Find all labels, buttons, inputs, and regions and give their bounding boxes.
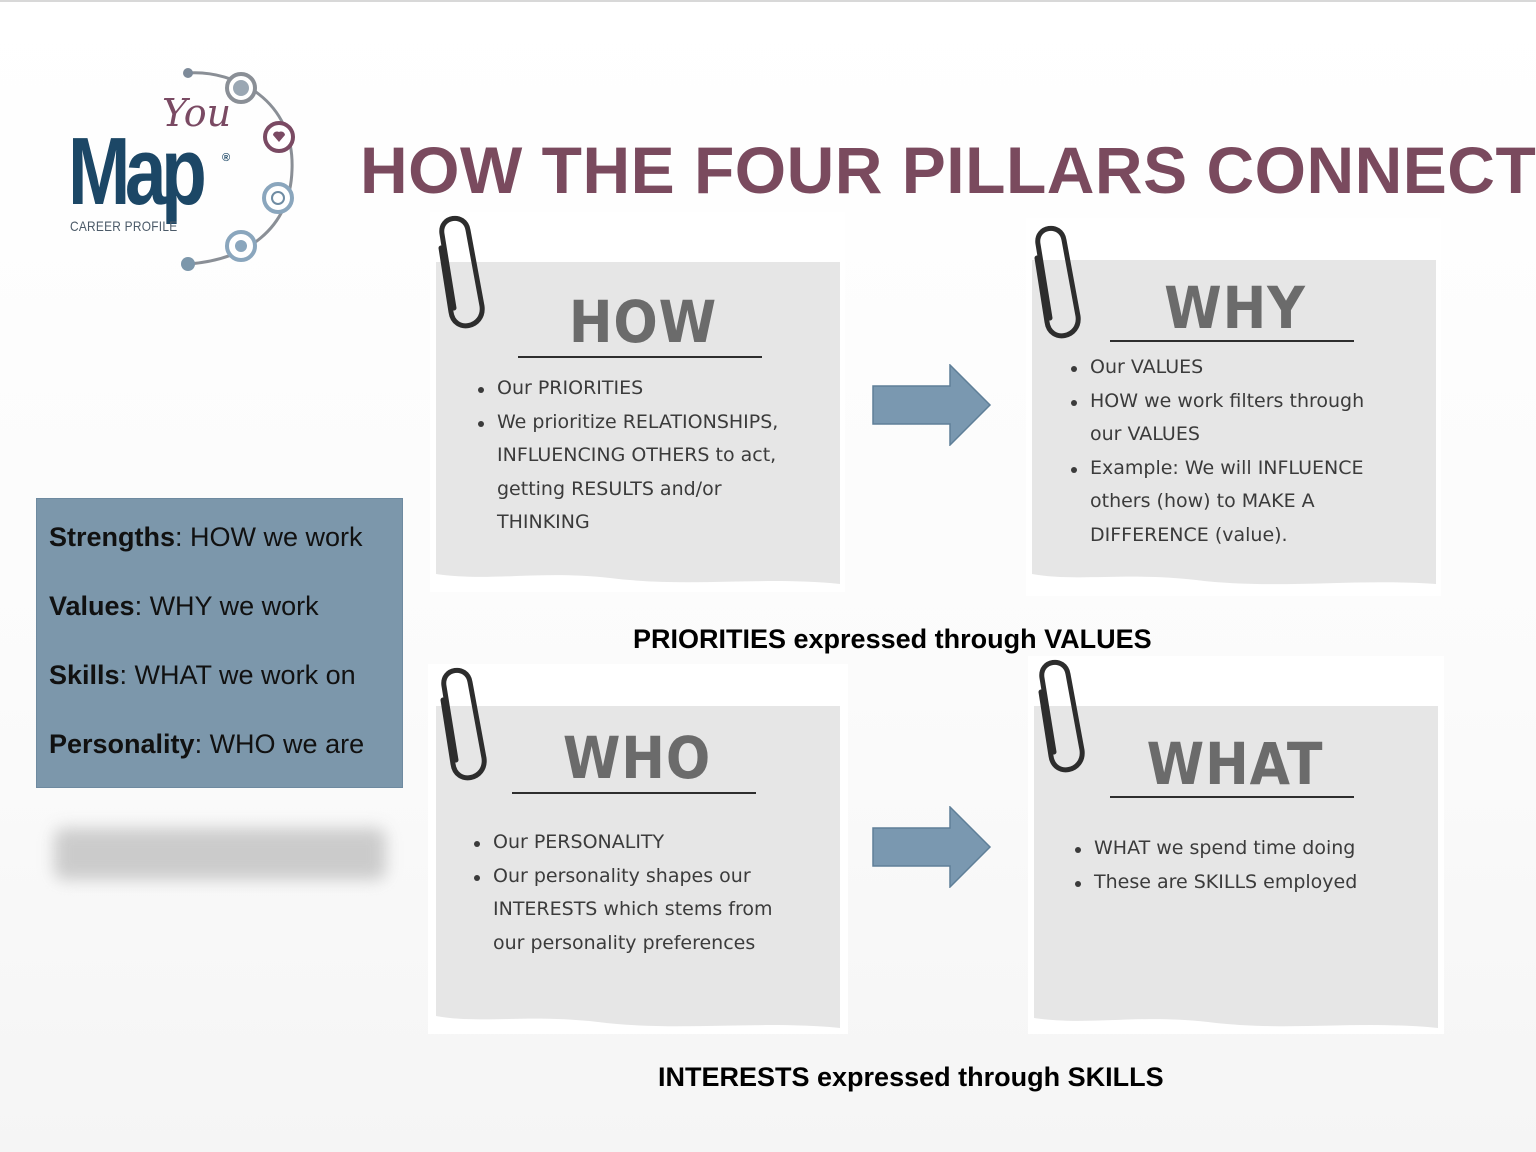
legend-row-skills: Skills: WHAT we work on xyxy=(49,641,402,710)
card-why: WHY Our VALUES HOW we work filters throu… xyxy=(1026,218,1441,596)
list-item: INTERESTS which stems from xyxy=(493,898,773,920)
right-arrow-icon xyxy=(872,364,992,446)
list-item: HOW we work filters through xyxy=(1070,385,1364,419)
bullet-list: Our PERSONALITY Our personality shapes o… xyxy=(473,826,773,960)
list-item: INFLUENCING OTHERS to act, xyxy=(497,444,777,466)
paper-note xyxy=(430,212,845,592)
legend-description: : HOW we work xyxy=(175,522,363,552)
legend-description: : WHO we are xyxy=(194,729,365,759)
list-item: our VALUES xyxy=(1090,423,1200,445)
list-item: Our VALUES xyxy=(1070,351,1364,385)
list-item: THINKING xyxy=(497,511,590,533)
caption-interests-skills: INTERESTS expressed through SKILLS xyxy=(658,1062,1164,1092)
right-arrow-icon xyxy=(872,806,992,888)
list-item: Example: We will INFLUENCE xyxy=(1070,452,1364,486)
legend-term: Values xyxy=(49,591,135,621)
logo-you-script: You xyxy=(162,91,232,135)
card-heading: HOW xyxy=(568,288,718,356)
legend-row-personality: Personality: WHO we are xyxy=(49,710,402,779)
card-what: WHAT WHAT we spend time doing These are … xyxy=(1028,656,1444,1034)
heading-underline xyxy=(518,356,762,358)
list-item: We prioritize RELATIONSHIPS, xyxy=(477,406,778,440)
card-heading: WHO xyxy=(562,724,712,792)
list-item: getting RESULTS and/or xyxy=(497,477,722,500)
legend-term: Skills xyxy=(49,660,120,690)
youmap-logo: You Map ® CAREER PROFILE xyxy=(60,60,310,275)
logo-map-wordmark: Map xyxy=(68,118,207,225)
heading-underline xyxy=(1110,340,1354,342)
heading-underline xyxy=(1110,796,1354,798)
logo-arc-icon xyxy=(181,68,295,271)
card-how: HOW Our PRIORITIES We prioritize RELATIO… xyxy=(430,212,845,592)
top-border xyxy=(0,0,1536,2)
bullet-list: Our VALUES HOW we work filters through o… xyxy=(1070,351,1364,552)
paper-note xyxy=(428,664,848,1034)
list-item: Our personality shapes our xyxy=(473,860,773,894)
caption-priorities-values: PRIORITIES expressed through VALUES xyxy=(633,624,1152,654)
bullet-list: WHAT we spend time doing These are SKILL… xyxy=(1074,832,1357,899)
list-item: These are SKILLS employed xyxy=(1074,866,1357,900)
heading-underline xyxy=(512,792,756,794)
paperclip-icon xyxy=(438,216,485,329)
legend-row-values: Values: WHY we work xyxy=(49,572,402,641)
logo-registered-mark: ® xyxy=(222,152,231,164)
legend-description: : WHY we work xyxy=(134,591,319,621)
legend-term: Personality xyxy=(49,729,195,759)
list-item: Our PRIORITIES xyxy=(477,372,778,406)
paperclip-icon xyxy=(1038,660,1085,773)
blurred-placeholder xyxy=(54,828,386,880)
card-heading: WHY xyxy=(1164,274,1306,342)
paperclip-icon xyxy=(1034,226,1081,339)
bullet-list: Our PRIORITIES We prioritize RELATIONSHI… xyxy=(477,372,778,540)
paperclip-icon xyxy=(440,668,487,781)
list-item: DIFFERENCE (value). xyxy=(1090,523,1288,546)
card-heading: WHAT xyxy=(1146,730,1324,798)
paper-note xyxy=(1028,656,1444,1034)
page-title: HOW THE FOUR PILLARS CONNECT xyxy=(360,133,1536,207)
logo-subtitle: CAREER PROFILE xyxy=(70,218,178,234)
legend-term: Strengths xyxy=(49,522,176,552)
list-item: others (how) to MAKE A xyxy=(1090,490,1315,512)
card-who: WHO Our PERSONALITY Our personality shap… xyxy=(428,664,848,1034)
pillars-legend: Strengths: HOW we work Values: WHY we wo… xyxy=(36,498,403,788)
list-item: our personality preferences xyxy=(493,931,756,954)
list-item: WHAT we spend time doing xyxy=(1074,832,1357,866)
list-item: Our PERSONALITY xyxy=(473,826,773,860)
legend-row-strengths: Strengths: HOW we work xyxy=(49,503,402,572)
legend-description: : WHAT we work on xyxy=(119,660,356,690)
